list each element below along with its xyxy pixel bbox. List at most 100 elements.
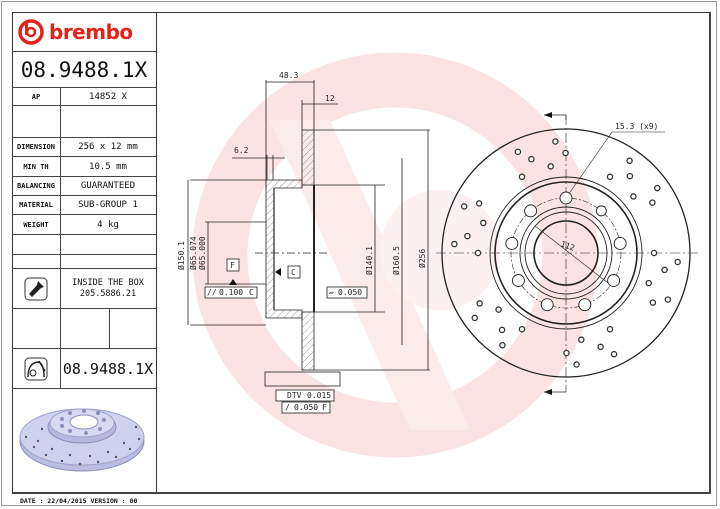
bolt-hole — [511, 274, 525, 287]
drilled-hole — [626, 157, 633, 165]
drilled-hole — [518, 173, 526, 181]
spec-label: BALANCING — [12, 177, 61, 195]
drilled-hole — [518, 325, 526, 333]
spec-row-min-th: MIN TH 10.5 mm — [12, 157, 156, 177]
drilled-hole — [597, 343, 604, 351]
tol-flatness-symbol: ▱ — [329, 288, 334, 297]
drilled-hole — [480, 219, 487, 227]
drawing-frame — [12, 12, 711, 494]
spec-label-blank — [12, 235, 61, 254]
drilled-hole — [562, 149, 569, 157]
bolt-hole — [505, 236, 519, 250]
inside-box-row: INSIDE THE BOX 205.5886.21 — [12, 269, 156, 309]
hole-callout: 15.3 (x9) — [615, 122, 658, 131]
drilled-hole — [626, 172, 634, 180]
spec-value: 14852 X — [89, 91, 127, 102]
spec-row-blank — [12, 106, 156, 138]
drilled-hole — [573, 361, 580, 368]
drilled-hole — [606, 325, 614, 333]
info-panel: brembo 08.9488.1X AP 14852 X DIMENSION 2… — [12, 12, 157, 494]
bolt-hole — [540, 298, 554, 312]
dim-dia-150: Ø150.1 — [176, 241, 186, 270]
blank-row — [12, 309, 156, 349]
spec-label: MIN TH — [12, 157, 61, 176]
inside-box-text: INSIDE THE BOX 205.5886.21 — [60, 269, 156, 308]
bolt-hole — [524, 204, 538, 218]
tol-dtv-value: 0.015 — [307, 391, 331, 400]
disc-part-number: 08.9488.1X — [62, 359, 154, 378]
spec-row-ap: AP 14852 X — [12, 88, 156, 106]
bolt-hole — [578, 298, 592, 312]
tol-parallel-value: 0.100 — [219, 288, 243, 297]
bolt-hole — [559, 191, 573, 205]
tol-dtv-label: DTV — [287, 391, 302, 400]
datum-c: C — [291, 268, 296, 277]
brand-name: brembo — [49, 19, 133, 44]
datum-f: F — [230, 261, 235, 270]
spec-value: 4 kg — [97, 219, 119, 230]
drilled-hole — [563, 349, 570, 357]
part-number: 08.9488.1X — [12, 52, 156, 88]
drilled-hole — [630, 193, 637, 200]
dim-dia-140: Ø140.1 — [364, 246, 374, 275]
spec-label-blank — [12, 106, 61, 137]
drilled-hole — [474, 249, 482, 257]
spec-row-empty-1 — [12, 235, 156, 255]
watermark-logo — [192, 52, 598, 458]
drilled-hole — [495, 306, 502, 313]
tol-parallel-ref: C — [249, 288, 254, 297]
drilled-hole — [528, 155, 535, 163]
drilled-hole — [514, 148, 522, 156]
dim-48-3: 48.3 — [279, 71, 298, 80]
dim-dia-65-min: Ø65.000 — [197, 236, 207, 270]
drilled-hole — [664, 296, 672, 303]
spec-value: SUB-GROUP 1 — [78, 200, 138, 210]
drilled-hole — [674, 258, 681, 266]
inside-box-title: INSIDE THE BOX — [72, 277, 144, 288]
spec-label: MATERIAL — [12, 196, 61, 214]
bolt-hole — [613, 236, 627, 250]
spec-row-dimension: DIMENSION 256 x 12 mm — [12, 138, 156, 157]
blank-cell — [12, 309, 61, 348]
drilled-hole — [498, 326, 506, 334]
inside-box-icon-cell — [12, 269, 61, 308]
spec-label: AP — [12, 88, 61, 105]
spec-label: DIMENSION — [12, 138, 61, 156]
drilled-hole — [460, 203, 468, 210]
disc-part-row: 08.9488.1X — [12, 349, 156, 389]
screw-icon — [24, 277, 48, 300]
dim-6-2: 6.2 — [234, 146, 249, 155]
tol-runout-value: 0.050 — [294, 403, 318, 412]
dim-dia-256: Ø256 — [417, 249, 427, 268]
drilled-hole — [471, 314, 478, 322]
disc-icon-cell — [12, 349, 61, 388]
drilled-hole — [552, 138, 559, 145]
drilled-hole — [650, 249, 658, 257]
brake-disc-icon — [24, 357, 48, 380]
spec-value: 10.5 mm — [89, 161, 127, 172]
drilled-hole — [649, 199, 656, 206]
drilled-hole — [661, 266, 668, 274]
brembo-logo-icon — [18, 18, 44, 45]
spec-row-material: MATERIAL SUB-GROUP 1 — [12, 196, 156, 215]
spec-label: WEIGHT — [12, 215, 61, 234]
inside-box-code: 205.5886.21 — [79, 288, 137, 299]
drilled-hole — [476, 300, 483, 307]
spec-row-weight: WEIGHT 4 kg — [12, 215, 156, 235]
tol-parallel-symbol: // — [207, 288, 217, 297]
bolt-hole — [595, 205, 607, 217]
drilled-hole — [649, 299, 657, 306]
tol-runout-ref: F — [322, 403, 327, 412]
disc-3d-image — [19, 408, 145, 472]
spec-label-blank — [12, 255, 61, 268]
spec-row-empty-2 — [12, 255, 156, 269]
drilled-hole — [475, 200, 483, 207]
tol-flatness-value: 0.050 — [338, 288, 362, 297]
drilled-hole — [578, 336, 585, 343]
drilled-hole — [654, 184, 661, 192]
disc-render — [12, 389, 156, 494]
drilled-hole — [645, 279, 652, 287]
tol-runout-symbol: / — [285, 403, 290, 412]
